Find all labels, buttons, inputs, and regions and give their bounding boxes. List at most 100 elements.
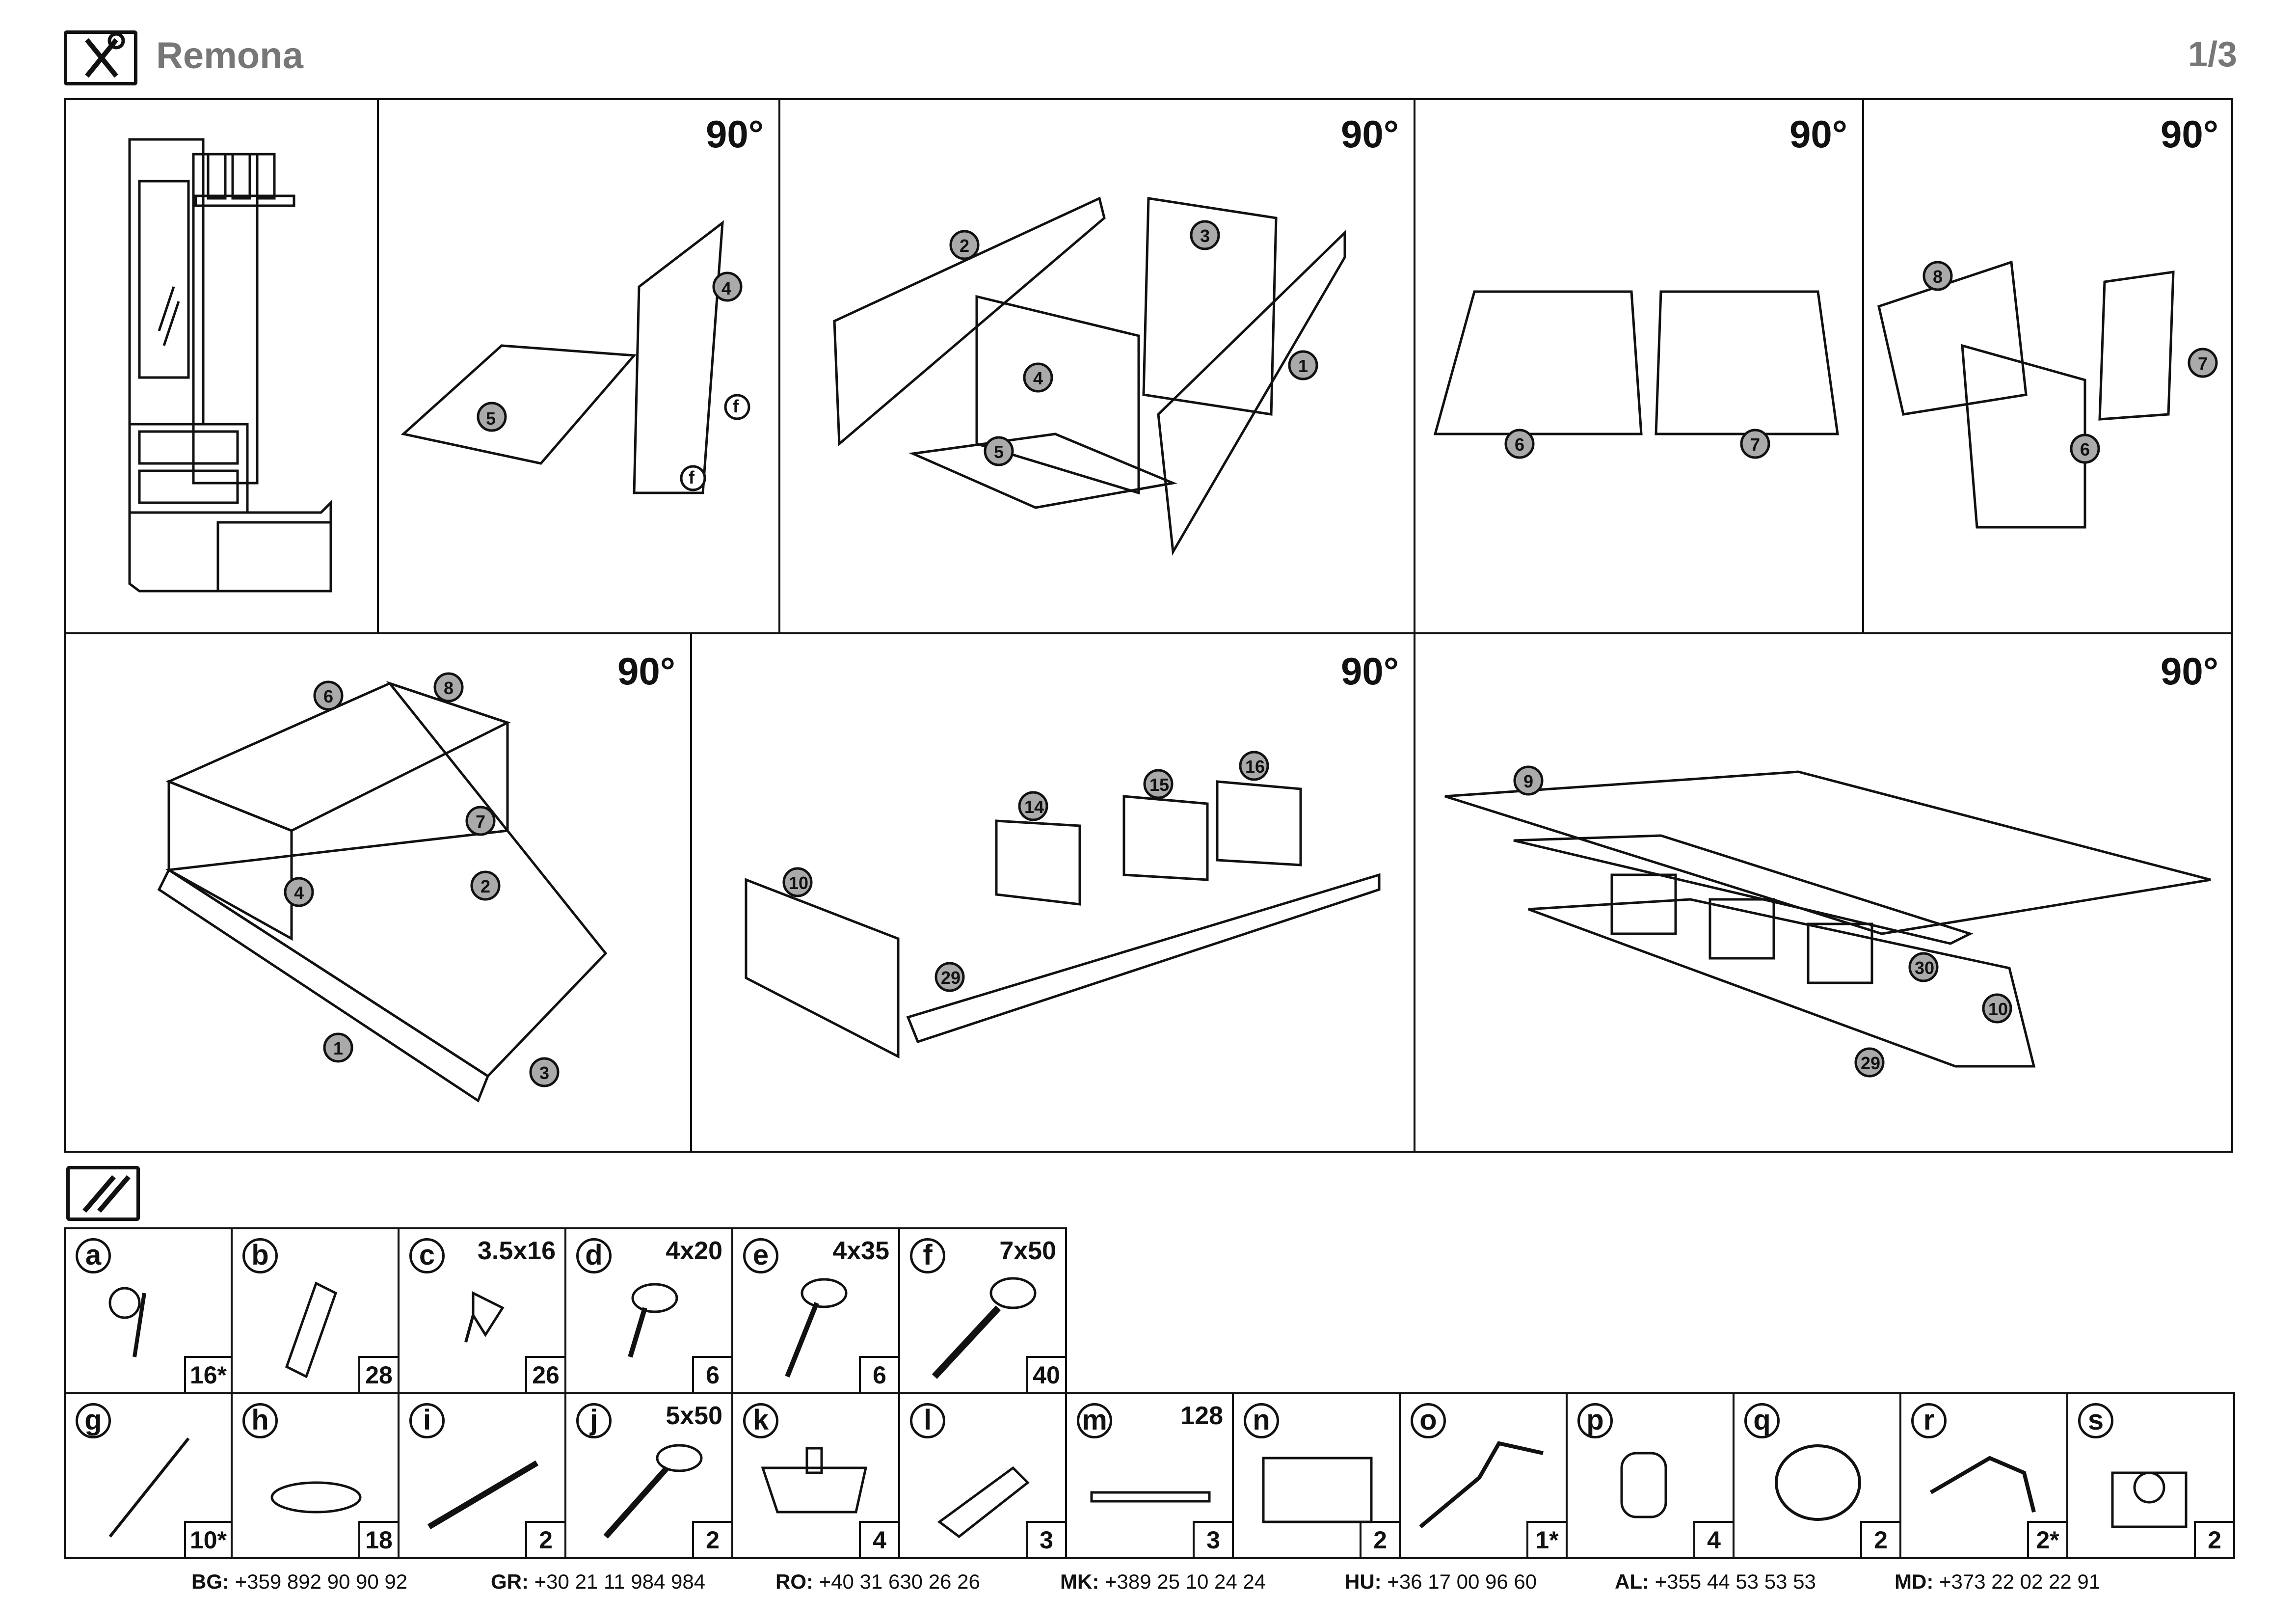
part-label: 10: [1988, 999, 2008, 1019]
step-7: 90° 10 14 15 16 29: [692, 634, 1414, 1153]
part-label: 1: [333, 1038, 344, 1058]
hardware-quantity: 16*: [184, 1356, 231, 1392]
part-label: 5: [994, 442, 1004, 462]
hardware-b-icon: [285, 1281, 338, 1379]
rotate-90-icon: 90°: [706, 112, 764, 156]
part-label: 6: [1515, 434, 1525, 455]
hardware-size: 3.5x16: [477, 1237, 556, 1265]
part-label: 3: [1200, 226, 1210, 246]
contact-al: AL: +355 44 53 53 53: [1615, 1570, 1816, 1593]
divider: [1862, 98, 1864, 633]
hardware-icon: [66, 1166, 140, 1221]
hardware-a-icon: [108, 1287, 146, 1357]
hardware-e-icon: [785, 1278, 848, 1378]
hardware-m-icon: [1090, 1491, 1211, 1503]
hardware-l-icon: [937, 1466, 1030, 1539]
part-label: 2: [960, 236, 970, 256]
hardware-size: 4x35: [832, 1237, 889, 1265]
hardware-cell-j: j 5x50 2: [564, 1392, 733, 1559]
contact-hu: HU: +36 17 00 96 60: [1345, 1570, 1537, 1593]
hardware-letter: i: [409, 1403, 445, 1438]
part-label: 8: [1933, 267, 1943, 287]
part-label: 29: [1861, 1053, 1881, 1073]
part-label: 16: [1245, 757, 1265, 777]
step-3: 90° 2 3 4 5 1: [780, 100, 1414, 632]
part-label: 7: [476, 812, 486, 832]
hardware-q-icon: [1775, 1444, 1861, 1521]
hardware-quantity: 4: [859, 1521, 898, 1557]
hardware-letter: d: [576, 1238, 612, 1273]
part-label: 5: [486, 408, 496, 429]
hardware-letter: o: [1411, 1403, 1446, 1438]
rotate-90-icon: 90°: [2161, 112, 2218, 156]
part-label: 3: [539, 1063, 550, 1083]
part-label: 10: [789, 873, 809, 893]
hardware-i-icon: [427, 1460, 539, 1530]
part-label: 4: [294, 883, 304, 903]
part-label: 14: [1024, 797, 1044, 817]
contact-ro: RO: +40 31 630 26 26: [775, 1570, 980, 1593]
hardware-o-icon: [1419, 1441, 1544, 1529]
hardware-letter: a: [76, 1238, 111, 1273]
hardware-h-icon: [270, 1481, 362, 1514]
hardware-quantity: 28: [358, 1356, 398, 1392]
hardware-size: 5x50: [666, 1402, 722, 1430]
hardware-letter: g: [76, 1403, 111, 1438]
page-title: Remona: [156, 35, 303, 77]
part-label: 9: [1523, 771, 1534, 791]
divider: [1414, 633, 1415, 1153]
part-label: 1: [1298, 356, 1308, 376]
rotate-90-icon: 90°: [1789, 112, 1847, 156]
hardware-d-icon: [628, 1283, 678, 1358]
divider: [690, 633, 692, 1153]
hardware-g-icon: [108, 1437, 190, 1538]
step-4: 90° 6 7: [1415, 100, 1862, 632]
hardware-quantity: 2: [692, 1521, 731, 1557]
hardware-letter: r: [1911, 1403, 1947, 1438]
hardware-letter: e: [743, 1238, 778, 1273]
hardware-letter: c: [409, 1238, 445, 1273]
hardware-quantity: 3: [1026, 1521, 1065, 1557]
contact-bg: BG: +359 892 90 90 92: [191, 1570, 408, 1593]
hardware-letter: f: [910, 1238, 945, 1273]
hardware-letter: q: [1744, 1403, 1780, 1438]
hardware-quantity: 10*: [184, 1521, 231, 1557]
hardware-letter: h: [242, 1403, 278, 1438]
part-label: 7: [2198, 353, 2208, 374]
part-label: 29: [941, 968, 961, 988]
hardware-quantity: 2*: [2027, 1521, 2066, 1557]
step-2: 90° 5 4 f f: [379, 100, 778, 632]
hardware-letter: k: [743, 1403, 778, 1438]
part-label: 8: [444, 678, 454, 698]
hardware-quantity: 3: [1193, 1521, 1232, 1557]
hardware-c-icon: [464, 1291, 505, 1343]
hardware-quantity: 1*: [1526, 1521, 1566, 1557]
hardware-letter: j: [576, 1403, 612, 1438]
hardware-letter: l: [910, 1403, 945, 1438]
hardware-quantity: 18: [358, 1521, 398, 1557]
rotate-90-icon: 90°: [1341, 650, 1399, 693]
hardware-f-icon: [932, 1277, 1037, 1379]
hardware-r-icon: [1929, 1456, 2036, 1513]
hardware-size: 4x20: [666, 1237, 722, 1265]
hardware-letter: n: [1244, 1403, 1279, 1438]
hardware-j-icon: [603, 1444, 703, 1539]
assembly-steps-frame: [64, 98, 2233, 1153]
step-finished-product: [66, 100, 377, 632]
divider: [1414, 98, 1415, 633]
row-divider: [64, 632, 2233, 634]
step-5: 90° 8 7 6: [1864, 100, 2233, 632]
contact-mk: MK: +389 25 10 24 24: [1060, 1570, 1266, 1593]
divider: [377, 98, 379, 633]
hardware-quantity: 2: [2194, 1521, 2233, 1557]
